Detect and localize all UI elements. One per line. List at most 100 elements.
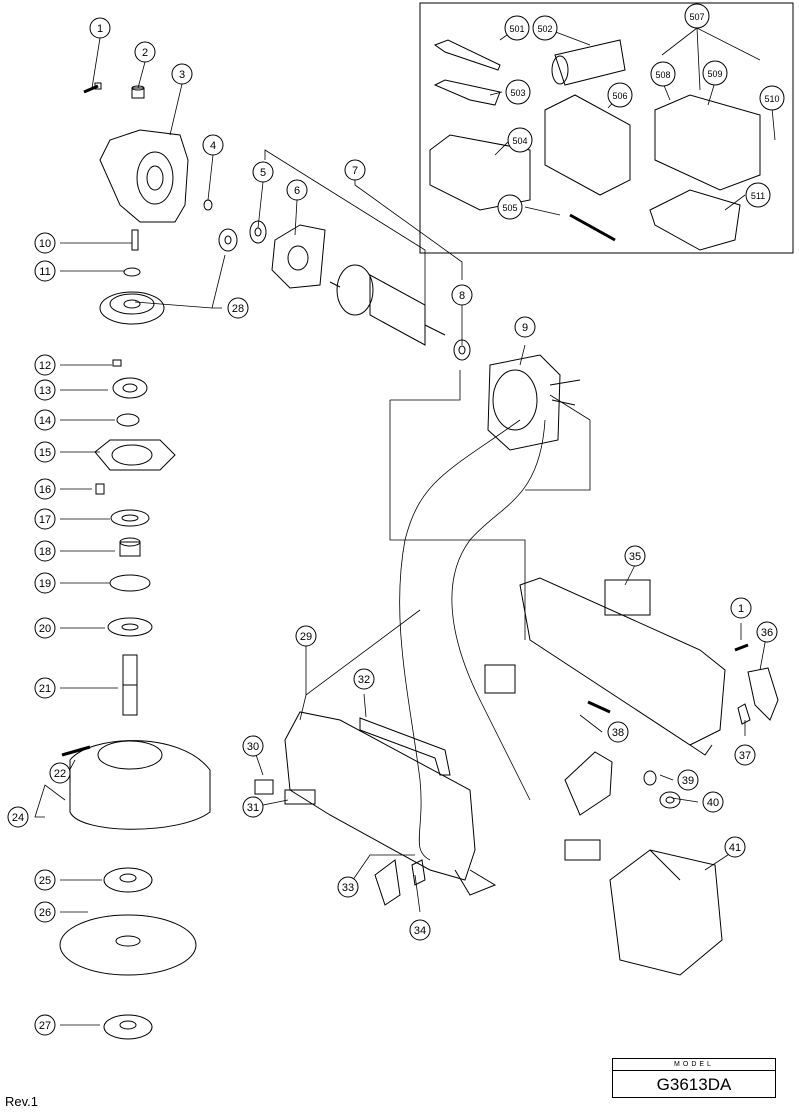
part-callout-label: 502 bbox=[537, 24, 552, 34]
part-callout-label: 2 bbox=[142, 47, 148, 59]
part-callout: 9 bbox=[514, 316, 536, 338]
model-header: MODEL bbox=[613, 1059, 775, 1071]
part-callout: 37 bbox=[734, 744, 756, 766]
ball-bearing-part bbox=[112, 377, 148, 399]
ball-bearing-part bbox=[249, 220, 267, 244]
part-callout-label: 41 bbox=[729, 842, 741, 854]
part-callout-label: 14 bbox=[39, 415, 51, 427]
part-callout-label: 20 bbox=[39, 623, 51, 635]
part-callout-label: 39 bbox=[682, 775, 694, 787]
pin-part bbox=[587, 700, 611, 714]
part-callout: 502 bbox=[532, 15, 558, 41]
part-callout: 5 bbox=[252, 161, 274, 183]
washer-part bbox=[109, 574, 151, 592]
part-callout-label: 29 bbox=[300, 631, 312, 643]
part-callout-label: 30 bbox=[247, 741, 259, 753]
part-callout-label: 33 bbox=[342, 882, 354, 894]
part-callout: 21 bbox=[34, 677, 56, 699]
part-callout-label: 22 bbox=[54, 768, 66, 780]
part-callout: 11 bbox=[34, 260, 56, 282]
part-callout-label: 10 bbox=[39, 238, 51, 250]
part-callout-label: 509 bbox=[707, 69, 722, 79]
label-part bbox=[254, 779, 274, 795]
part-callout: 36 bbox=[756, 621, 778, 643]
hanger-part bbox=[359, 717, 451, 776]
gear-cover-part bbox=[99, 129, 189, 223]
part-callout: 15 bbox=[34, 441, 56, 463]
leader-lines bbox=[34, 27, 776, 1026]
part-callout: 20 bbox=[34, 617, 56, 639]
part-callout-label: 8 bbox=[459, 290, 465, 302]
part-callout-label: 18 bbox=[39, 546, 51, 558]
washer-part bbox=[107, 617, 153, 637]
part-callout: 501 bbox=[504, 15, 530, 41]
part-callout: 18 bbox=[34, 540, 56, 562]
part-callout-label: 6 bbox=[294, 185, 300, 197]
part-callout: 16 bbox=[34, 478, 56, 500]
part-callout: 509 bbox=[702, 60, 728, 86]
part-callout-label: 5 bbox=[260, 167, 266, 179]
model-box: MODEL G3613DA bbox=[612, 1058, 776, 1098]
part-callout: 505 bbox=[497, 194, 523, 220]
part-callout-label: 26 bbox=[39, 907, 51, 919]
switch-part bbox=[484, 664, 516, 694]
part-callout: 31 bbox=[242, 796, 264, 818]
vent-screw-part bbox=[131, 85, 145, 99]
part-callout: 503 bbox=[505, 79, 531, 105]
part-callout: 22 bbox=[49, 762, 71, 784]
slide-plate-part bbox=[411, 859, 426, 886]
spiral-bevel-gear-part bbox=[99, 291, 165, 325]
charger-part bbox=[429, 134, 531, 211]
part-callout: 26 bbox=[34, 901, 56, 923]
battery-part bbox=[609, 849, 723, 976]
nameplate-part bbox=[284, 789, 316, 805]
part-callout-label: 28 bbox=[232, 303, 244, 315]
wheel-washer-part bbox=[103, 867, 153, 893]
part-callout-label: 38 bbox=[612, 727, 624, 739]
label-part bbox=[604, 579, 651, 616]
revision-label: Rev.1 bbox=[5, 1094, 38, 1109]
part-callout: 17 bbox=[34, 508, 56, 530]
part-callout-label: 15 bbox=[39, 447, 51, 459]
part-callout-label: 501 bbox=[509, 24, 524, 34]
spindle-part bbox=[122, 654, 138, 716]
hex-bar-wrench-part bbox=[569, 213, 616, 242]
part-callout-label: 13 bbox=[39, 385, 51, 397]
part-callout: 506 bbox=[607, 82, 633, 108]
part-callout: 30 bbox=[242, 735, 264, 757]
part-callout: 29 bbox=[295, 625, 317, 647]
part-callout-label: 505 bbox=[502, 203, 517, 213]
side-cover-part bbox=[374, 859, 401, 906]
part-callout-label: 507 bbox=[689, 12, 704, 22]
part-callout-label: 19 bbox=[39, 578, 51, 590]
bearing-part bbox=[119, 537, 141, 557]
part-callout-label: 12 bbox=[39, 360, 51, 372]
part-callout: 34 bbox=[409, 919, 431, 941]
part-callout: 27 bbox=[34, 1014, 56, 1036]
grinding-wheel-part bbox=[59, 914, 197, 976]
part-callout: 24 bbox=[7, 806, 29, 828]
part-callout: 8 bbox=[451, 284, 473, 306]
part-callout-label: 32 bbox=[358, 674, 370, 686]
part-callout: 33 bbox=[337, 876, 359, 898]
part-callout-label: 27 bbox=[39, 1020, 51, 1032]
part-callout-label: 3 bbox=[179, 69, 185, 81]
case-part bbox=[544, 94, 631, 196]
inner-case-part bbox=[649, 189, 741, 251]
side-cover-part bbox=[747, 667, 779, 721]
part-callout: 7 bbox=[344, 159, 366, 181]
part-callout: 510 bbox=[759, 85, 785, 111]
led-part bbox=[643, 770, 657, 786]
part-callout-label: 16 bbox=[39, 484, 51, 496]
part-callout: 14 bbox=[34, 409, 56, 431]
part-callout: 504 bbox=[507, 127, 533, 153]
part-callout-label: 506 bbox=[612, 91, 627, 101]
part-callout: 4 bbox=[202, 134, 224, 156]
part-callout: 40 bbox=[702, 791, 724, 813]
washer-part bbox=[110, 509, 150, 527]
stator-part bbox=[487, 354, 581, 451]
accessory-frame bbox=[419, 2, 794, 254]
housing-part bbox=[284, 711, 497, 896]
part-callout-label: 7 bbox=[352, 165, 358, 177]
